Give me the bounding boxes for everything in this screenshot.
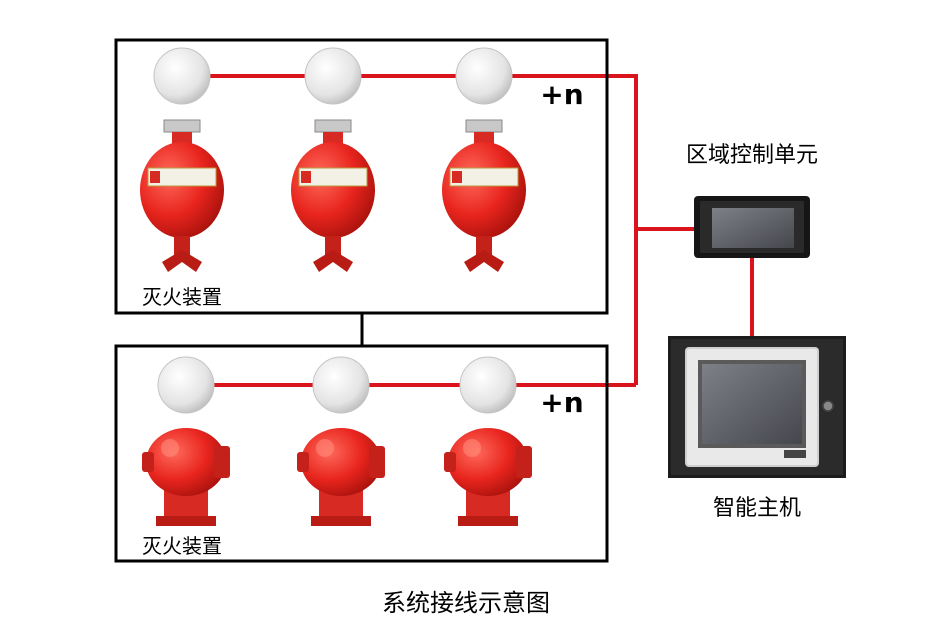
detector-5 <box>312 356 370 414</box>
zone-panel-1 <box>114 38 609 315</box>
control-unit-label: 区域控制单元 <box>686 143 818 168</box>
zone-panel-2 <box>114 344 609 563</box>
zone-1-multiplier: +n <box>540 78 583 111</box>
suspended-extinguisher-3 <box>442 119 526 272</box>
cylindrical-extinguisher-2 <box>297 428 385 526</box>
cylindrical-extinguisher-3 <box>444 428 532 526</box>
detector-1 <box>153 47 211 105</box>
touch-panel-icon <box>694 196 810 258</box>
detector-2 <box>304 47 362 105</box>
host-label: 智能主机 <box>713 496 801 521</box>
zone-1-device-label: 灭火装置 <box>142 285 222 309</box>
zone-2-device-label: 灭火装置 <box>142 534 222 558</box>
zone-2-devices <box>142 356 532 526</box>
detector-4 <box>157 356 215 414</box>
diagram-caption: 系统接线示意图 <box>382 589 550 617</box>
suspended-extinguisher-1 <box>140 119 224 272</box>
zone-1-devices <box>140 47 526 272</box>
detector-6 <box>459 356 517 414</box>
control-cabinet-icon <box>668 336 846 478</box>
zone-2-multiplier: +n <box>540 386 583 419</box>
cylindrical-extinguisher-1 <box>142 428 230 526</box>
detector-3 <box>455 47 513 105</box>
suspended-extinguisher-2 <box>291 119 375 272</box>
